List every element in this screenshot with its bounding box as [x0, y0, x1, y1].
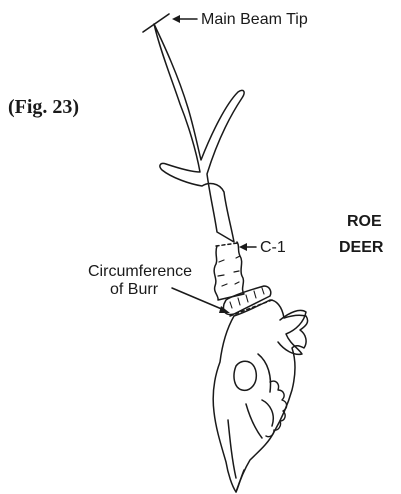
burr-label-line-2: of Burr	[110, 282, 158, 298]
skull-outline	[213, 300, 307, 492]
species-label-line-2: DEER	[339, 240, 383, 256]
main-beam-tip-label: Main Beam Tip	[201, 12, 308, 28]
burr-pointer-line	[172, 288, 224, 310]
eye-socket	[234, 361, 256, 390]
antler-beam	[154, 24, 244, 242]
species-label-line-1: ROE	[347, 214, 382, 230]
burr-label-line-1: Circumference	[88, 264, 192, 280]
c1-label: C-1	[260, 240, 286, 256]
skull-cheek	[246, 354, 273, 438]
burr-pointer-arrowhead	[219, 306, 230, 313]
main-beam-tip-arrowhead	[172, 15, 180, 23]
pearl-marks	[218, 256, 240, 286]
c1-dashed-line	[216, 243, 238, 246]
c1-arrowhead	[239, 243, 247, 251]
figure-caption: (Fig. 23)	[8, 97, 79, 117]
